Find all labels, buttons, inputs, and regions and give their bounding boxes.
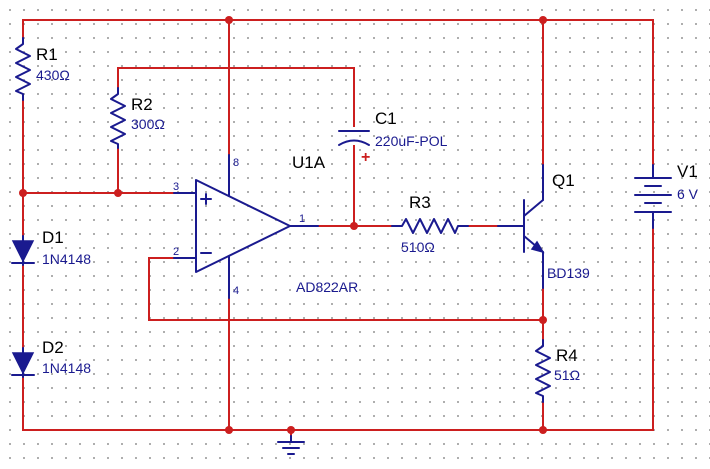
resistor-r3[interactable]: R3 510Ω (391, 193, 469, 255)
junction-dot (19, 189, 27, 197)
d1-ref-label: D1 (42, 228, 64, 247)
d2-ref-label: D2 (42, 338, 64, 357)
d2-value-label: 1N4148 (42, 360, 91, 376)
u1a-ref-label: U1A (292, 153, 326, 172)
c1-value-label: 220uF-POL (375, 133, 448, 149)
opamp-pin-3-label: 3 (173, 181, 179, 193)
r2-ref-label: R2 (131, 95, 153, 114)
resistor-icon (15, 37, 31, 101)
transistor-q1[interactable]: Q1 BD139 (497, 164, 590, 289)
c1-polarity-mark: + (361, 149, 370, 166)
opamp-pin-4-label: 4 (233, 285, 239, 297)
battery-icon (634, 164, 672, 229)
r2-value-label: 300Ω (131, 116, 165, 132)
d1-value-label: 1N4148 (42, 251, 91, 267)
v1-ref-label: V1 (677, 162, 698, 181)
junction-dot (539, 316, 547, 324)
r1-ref-label: R1 (36, 45, 58, 64)
junction-dot (114, 189, 122, 197)
resistor-icon (110, 87, 126, 149)
r3-ref-label: R3 (409, 193, 431, 212)
junction-dot (539, 16, 547, 24)
diode-icon (11, 347, 35, 378)
r3-value-label: 510Ω (401, 239, 435, 255)
q1-ref-label: Q1 (552, 171, 575, 190)
opamp-pin-1-label: 1 (299, 213, 305, 225)
junction-dot (287, 426, 295, 434)
junction-dot (225, 426, 233, 434)
diode-d2[interactable]: D2 1N4148 (11, 338, 91, 378)
c1-ref-label: C1 (375, 109, 397, 128)
npn-transistor-icon (497, 164, 545, 289)
q1-value-label: BD139 (547, 265, 590, 281)
opamp-pin-2-label: 2 (173, 246, 179, 258)
junction-dot (225, 16, 233, 24)
polarized-capacitor-icon (338, 130, 370, 146)
resistor-icon (391, 218, 469, 234)
junction-dot (350, 222, 358, 230)
ground-icon (277, 435, 305, 455)
v1-value-label: 6 V (677, 186, 699, 202)
r1-value-label: 430Ω (36, 67, 70, 83)
r4-value-label: 51Ω (554, 367, 580, 383)
battery-v1[interactable]: V1 6 V (634, 162, 699, 229)
opamp-pin-8-label: 8 (233, 157, 239, 169)
resistor-r2[interactable]: R2 300Ω (110, 87, 165, 149)
r4-ref-label: R4 (556, 346, 578, 365)
opamp-icon (173, 154, 319, 299)
resistor-r4[interactable]: R4 51Ω (535, 339, 580, 403)
resistor-r1[interactable]: R1 430Ω (15, 37, 70, 101)
resistor-icon (535, 339, 551, 403)
diode-icon (11, 235, 35, 266)
capacitor-c1[interactable]: + C1 220uF-POL (338, 109, 448, 166)
junction-dot (539, 426, 547, 434)
diode-d1[interactable]: D1 1N4148 (11, 228, 91, 267)
u1a-value-label: AD822AR (296, 279, 358, 295)
junctions (19, 16, 547, 434)
opamp-u1a[interactable]: 3 2 8 4 1 U1A AD822AR (173, 153, 358, 299)
